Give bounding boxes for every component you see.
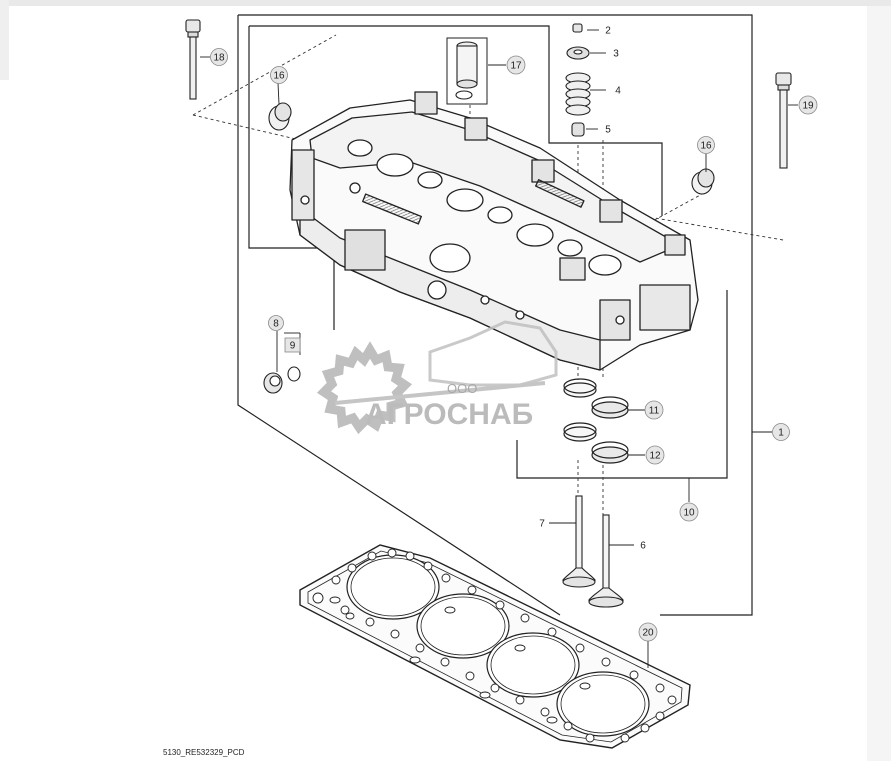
- watermark: ООО АГРОСНАБ: [316, 320, 558, 435]
- callout-11: 11: [644, 400, 664, 420]
- callout-8: 8: [268, 315, 284, 331]
- svg-text:1: 1: [778, 428, 784, 439]
- callout-2: 2: [605, 26, 611, 37]
- svg-text:20: 20: [642, 628, 654, 639]
- left-edge: [0, 0, 9, 80]
- top-bar: [0, 0, 891, 6]
- callouts: 18 2 3 4 5 17 19 16 16: [210, 26, 818, 642]
- callout-7: 7: [539, 519, 545, 530]
- svg-text:6: 6: [640, 541, 646, 552]
- exhaust-valve-7: [561, 495, 597, 588]
- svg-text:3: 3: [613, 49, 619, 60]
- callout-16-right: 16: [697, 136, 715, 154]
- callout-5: 5: [605, 125, 611, 136]
- svg-text:16: 16: [273, 71, 285, 82]
- callout-4: 4: [615, 86, 621, 97]
- callout-6: 6: [640, 541, 646, 552]
- intake-valve-6: [587, 514, 625, 608]
- injector-sleeve-17: [446, 37, 488, 105]
- svg-text:19: 19: [802, 101, 814, 112]
- o-ring-9: [287, 366, 301, 382]
- svg-text:9: 9: [290, 341, 296, 352]
- callout-16-left: 16: [270, 66, 288, 84]
- spring-retainer-3: [566, 46, 590, 60]
- svg-text:18: 18: [213, 53, 225, 64]
- svg-text:8: 8: [273, 319, 279, 330]
- callout-20: 20: [638, 622, 658, 642]
- harvester-icon: [428, 320, 558, 387]
- callout-3: 3: [613, 49, 619, 60]
- valve-spring-4: [565, 72, 591, 116]
- head-gasket-20: [299, 544, 691, 749]
- valve-stem-seal-5: [571, 122, 585, 137]
- head-bolt-19: [775, 72, 792, 169]
- callout-1: 1: [772, 423, 790, 441]
- callout-19: 19: [798, 95, 818, 115]
- svg-text:16: 16: [700, 141, 712, 152]
- callout-9: 9: [284, 337, 301, 353]
- svg-text:7: 7: [539, 519, 545, 530]
- callout-12: 12: [645, 445, 665, 465]
- callout-10: 10: [679, 502, 699, 522]
- svg-text:2: 2: [605, 26, 611, 37]
- gear-icon: [316, 341, 413, 435]
- callout-18: 18: [210, 48, 228, 66]
- svg-text:12: 12: [649, 451, 661, 462]
- svg-text:5: 5: [605, 125, 611, 136]
- svg-text:17: 17: [510, 61, 522, 72]
- seat-inserts: [563, 378, 629, 464]
- plug-16-left: [268, 102, 292, 131]
- head-bolt-18: [185, 19, 201, 100]
- svg-text:АГРОСНАБ: АГРОСНАБ: [365, 398, 533, 431]
- svg-text:4: 4: [615, 86, 621, 97]
- right-edge: [867, 6, 891, 761]
- svg-text:10: 10: [683, 508, 695, 519]
- svg-text:11: 11: [649, 406, 660, 417]
- svg-text:ООО: ООО: [447, 381, 477, 396]
- plug-8: [263, 372, 283, 394]
- drawing-code: 5130_RE532329_PCD: [163, 748, 245, 757]
- assembly-frame: [237, 14, 753, 616]
- cylinder-head: [289, 91, 699, 371]
- plug-16-right: [691, 168, 715, 195]
- valve-keeper-2: [572, 23, 583, 33]
- callout-17: 17: [506, 55, 526, 75]
